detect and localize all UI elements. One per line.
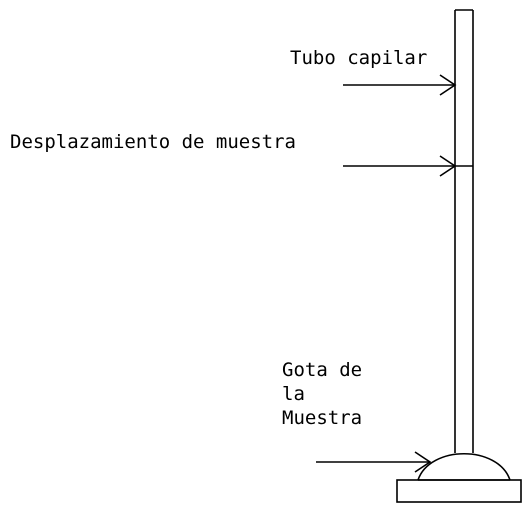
sample-drop-label-line-3: Muestra — [282, 407, 362, 429]
capillary-tube-label: Tubo capilar — [290, 47, 427, 69]
sample-displacement-label: Desplazamiento de muestra — [10, 131, 296, 153]
arrow-sample-drop — [316, 451, 432, 473]
sample-drop-label-line-1: Gota de — [282, 359, 362, 381]
base-plate — [396, 479, 522, 503]
drop-curve — [417, 452, 511, 481]
sample-drop — [417, 452, 511, 481]
sample-drop-label-line-2: la — [282, 383, 305, 405]
arrow-capillary-tube — [343, 74, 457, 96]
capillary-tube — [454, 9, 474, 453]
arrow-sample-displacement — [343, 155, 457, 177]
